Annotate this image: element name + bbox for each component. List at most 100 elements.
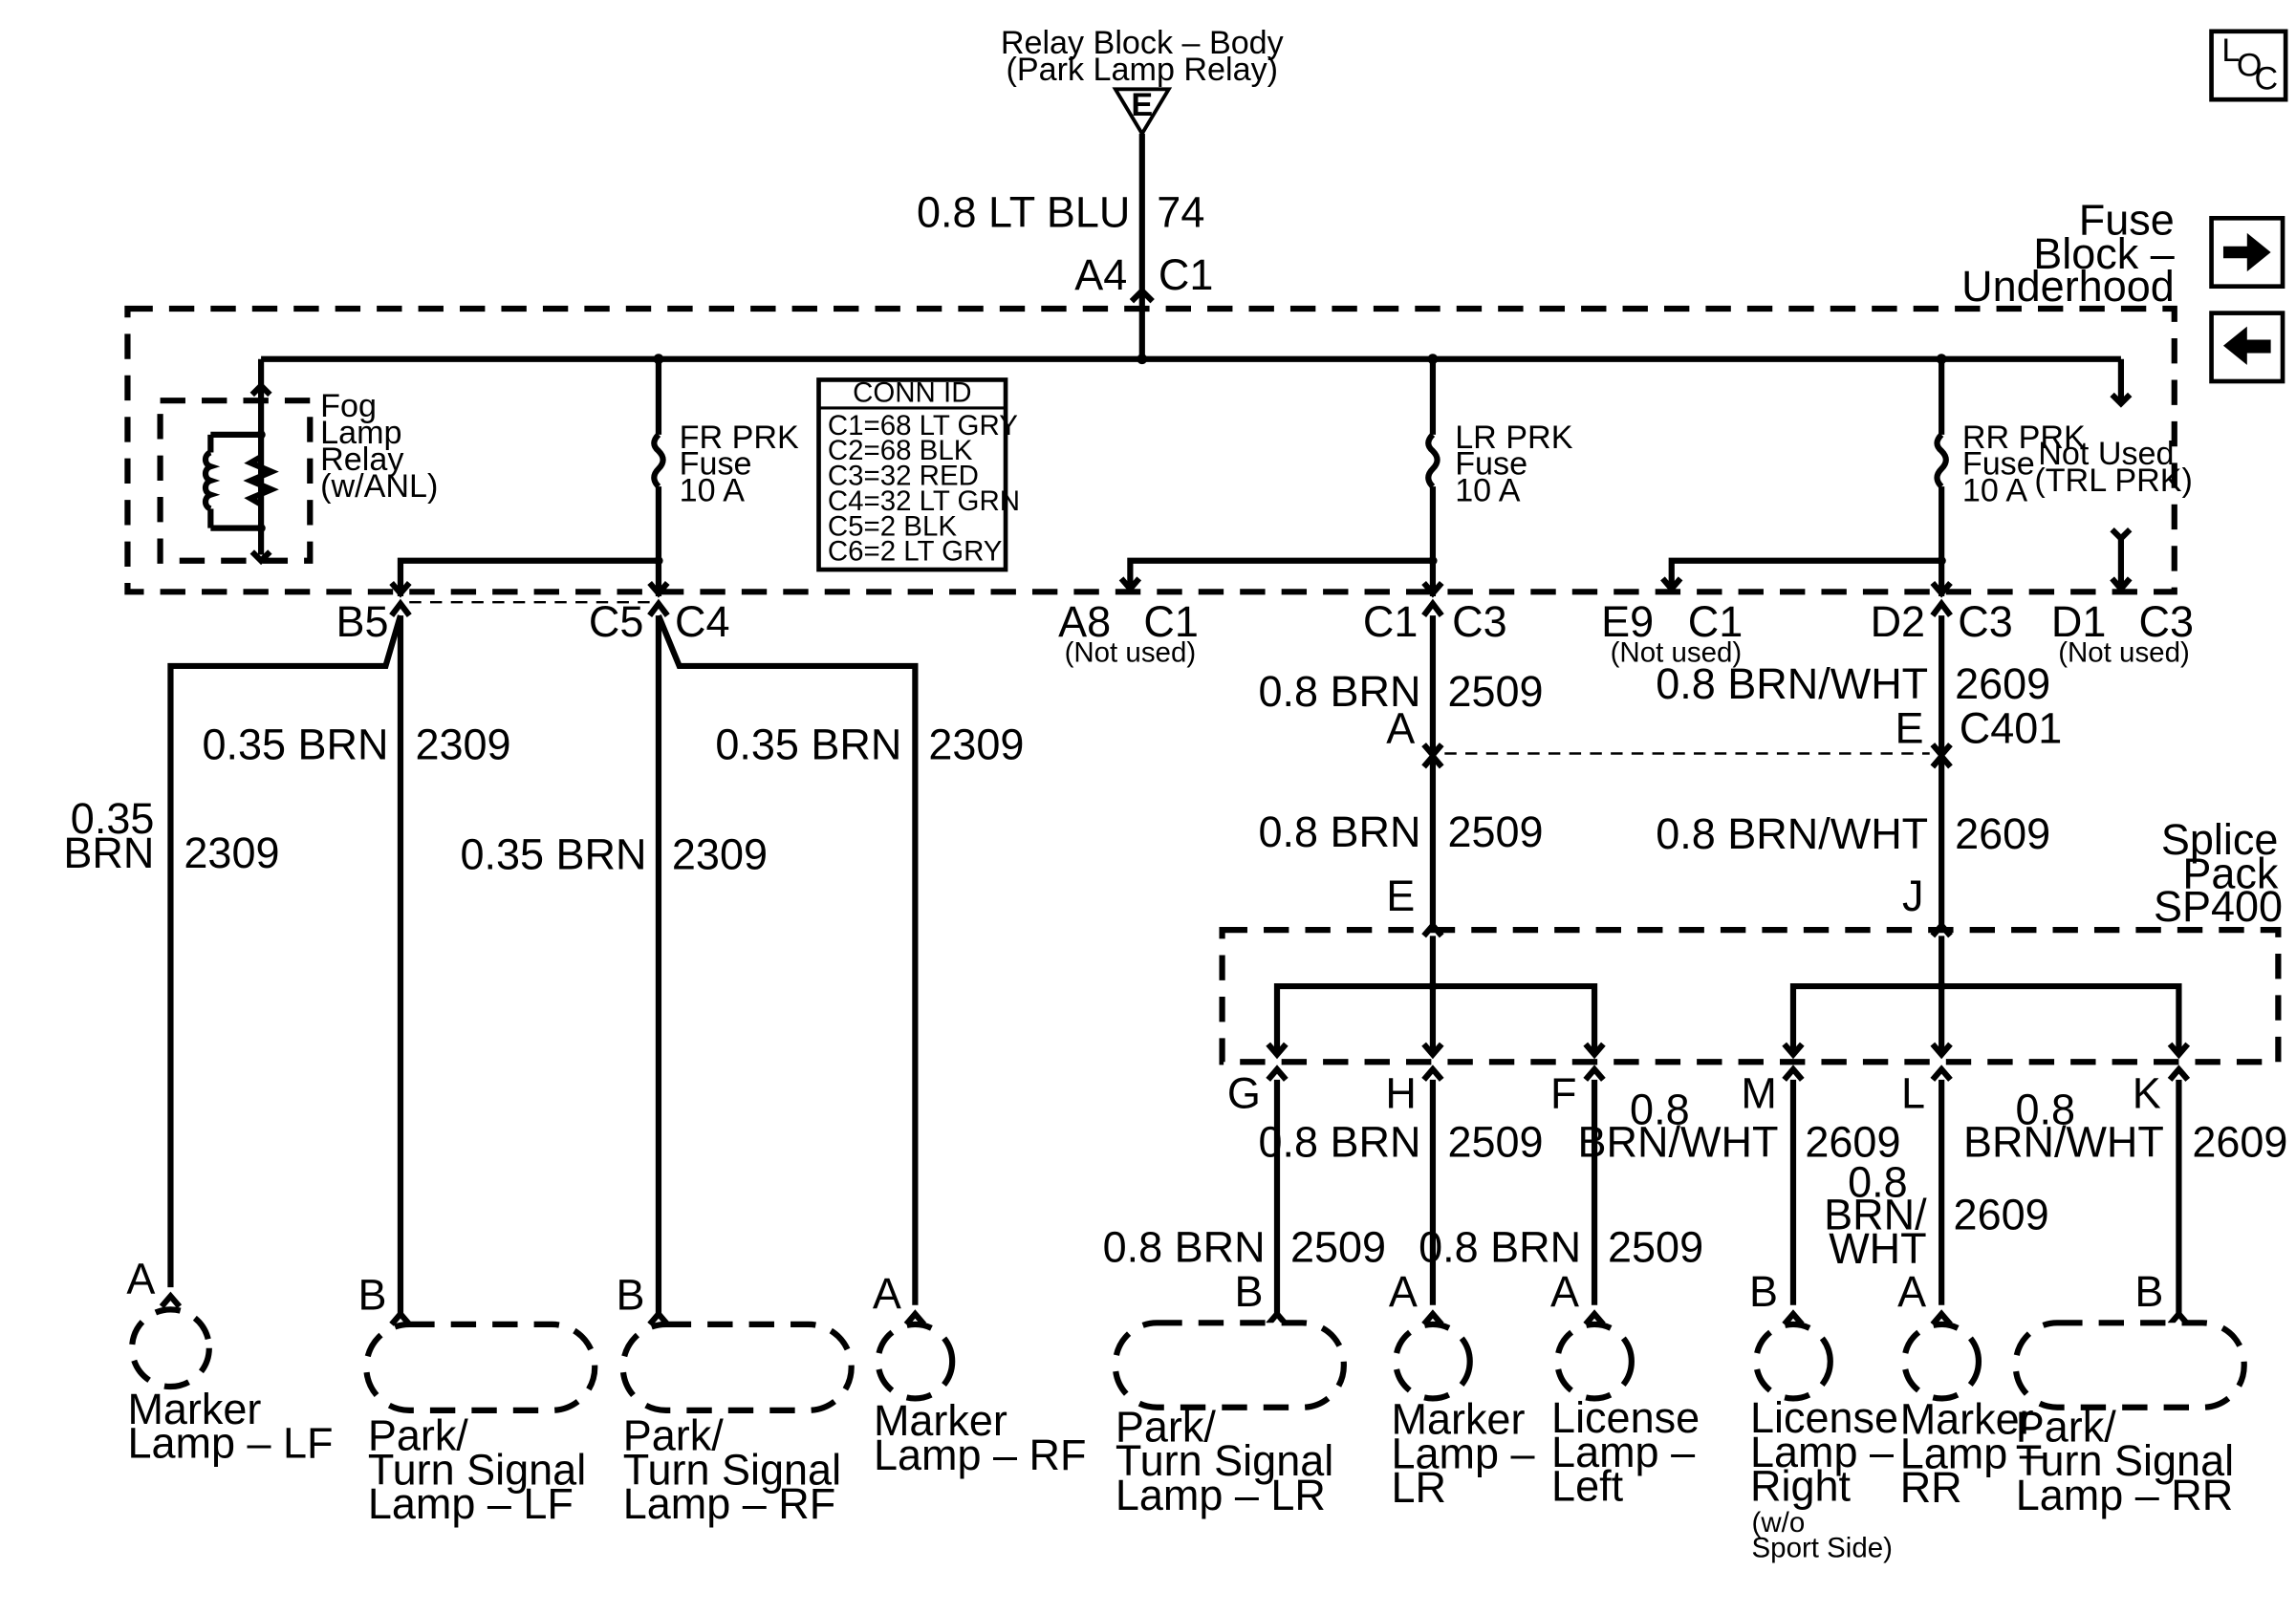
arrow-left-icon	[2222, 326, 2271, 365]
lf-marker-circuit: 2309	[184, 829, 279, 877]
pin-c4-label: C4	[675, 597, 730, 646]
lamp-park-turn-lr[interactable]: B Park/ Turn Signal Lamp – LR	[1112, 1267, 1347, 1519]
lr-prk-fuse: LR PRK Fuse 10 A	[1127, 358, 1573, 596]
lamp-label-line: Park/	[2016, 1402, 2116, 1451]
feed-wire-label: 0.8 LT BLU	[917, 188, 1130, 237]
lamp-marker-rr[interactable]: A Marker Lamp – RR	[1897, 1267, 2044, 1512]
pin-a8-label: A8	[1058, 597, 1111, 646]
m-wire-color: BRN/WHT	[1578, 1118, 1779, 1167]
lamp-shape	[2012, 1320, 2247, 1410]
connector-c401: A E C401	[1386, 704, 2063, 769]
splice-pack-title-2: Pack	[2182, 850, 2279, 898]
rr-prk-fuse: RR PRK Fuse 10 A	[1668, 358, 2086, 596]
g-circuit: 2509	[1290, 1223, 1386, 1272]
rr-lower-wire-label: 0.8 BRN/WHT	[1656, 809, 1928, 858]
arrow-right-icon	[2222, 232, 2271, 272]
lf-park-wire-label: 0.35 BRN	[203, 721, 389, 769]
coil-icon	[202, 449, 221, 512]
fog-relay-label-4: (w/ANL)	[320, 468, 438, 505]
pin-a8-not-used: (Not used)	[1065, 636, 1197, 668]
fr-prk-fuse-name: FR PRK	[680, 420, 799, 456]
lamp-park-turn-rr[interactable]: B Park/ Turn Signal Lamp – RR	[2012, 1267, 2247, 1519]
lamp-pin-label: A	[1550, 1267, 1579, 1316]
lamp-pin-label: B	[1749, 1267, 1778, 1316]
lamp-label-line: Turn Signal	[2016, 1436, 2234, 1485]
conn-id-row: C2=68 BLK	[828, 435, 973, 466]
relay-terminal-label: E	[1131, 87, 1153, 123]
rr-prk-fuse-name: RR PRK	[1962, 420, 2086, 456]
lamp-shape	[128, 1306, 212, 1390]
pin-a8-connector-label: C1	[1143, 597, 1199, 646]
lamp-shape	[1554, 1321, 1635, 1402]
g-wire-label: 0.8 BRN	[1103, 1223, 1266, 1272]
lamp-label-line: Marker	[127, 1385, 261, 1433]
fog-relay-label-1: Fog	[320, 388, 377, 424]
splice-pack-title-3: SP400	[2154, 882, 2283, 931]
splice-pin-g: G	[1227, 1068, 1261, 1117]
k-wire-color: BRN/WHT	[1963, 1118, 2164, 1167]
rr-prk-fuse-rating: 10 A	[1962, 473, 2028, 509]
m-wire-size: 0.8	[1630, 1085, 1690, 1133]
pin-d1-not-used: (Not used)	[2058, 636, 2190, 668]
lamp-label-line: Lamp –	[1391, 1429, 1534, 1477]
pin-rr-c3-label: C3	[1958, 597, 2013, 646]
c401-pin-a: A	[1386, 704, 1415, 753]
lamp-label-line: Right	[1750, 1462, 1852, 1511]
lamp-label-line: License	[1551, 1393, 1700, 1442]
lr-upper-circuit: 2509	[1447, 667, 1543, 716]
splice-pin-f: F	[1550, 1068, 1576, 1117]
lamp-marker-rf[interactable]: A Marker Lamp – RF	[873, 1269, 1087, 1479]
feed-circuit-label: 74	[1157, 188, 1204, 237]
conn-id-row: C5=2 BLK	[828, 510, 958, 542]
lamp-marker-lr[interactable]: A Marker Lamp – LR	[1389, 1267, 1535, 1512]
fr-prk-fuse: FR PRK Fuse 10 A	[397, 358, 799, 596]
lamp-shape	[1393, 1321, 1473, 1402]
lamp-license-left[interactable]: A License Lamp – Left	[1550, 1267, 1700, 1510]
loc-icon[interactable]: L O C	[2209, 29, 2288, 102]
lamp-license-right[interactable]: B License Lamp – Right (w/o Sport Side)	[1749, 1267, 1898, 1563]
forward-arrow-button[interactable]	[2209, 215, 2285, 290]
pin-c5-label: C5	[589, 597, 644, 646]
lamp-label-line: Lamp –	[1551, 1428, 1695, 1476]
lamp-label-line: Lamp – RR	[2016, 1471, 2234, 1519]
fog-lamp-relay: Fog Lamp Relay (w/ANL)	[157, 358, 438, 566]
fr-prk-fuse-type: Fuse	[680, 446, 752, 483]
lr-lower-wire-label: 0.8 BRN	[1258, 807, 1420, 856]
feed-terminal	[1129, 286, 1155, 304]
lr-upper-wire-label: 0.8 BRN	[1258, 667, 1420, 716]
splice-pin-e: E	[1386, 872, 1415, 920]
conn-id-title: CONN ID	[853, 377, 971, 409]
lr-lower-circuit: 2509	[1447, 807, 1543, 856]
not-used-label: Not Used	[2038, 436, 2174, 472]
lf-marker-wire-color: BRN	[63, 829, 154, 877]
splice-pin-m: M	[1741, 1068, 1776, 1117]
lamp-label-line: Park/	[1116, 1402, 1216, 1451]
rr-prk-fuse-type: Fuse	[1962, 446, 2035, 483]
lamp-label-line: Left	[1551, 1462, 1624, 1511]
conn-id-row: C3=32 RED	[828, 461, 979, 492]
lamp-shape	[1901, 1321, 1982, 1402]
back-arrow-button[interactable]	[2209, 311, 2285, 384]
splice-pin-h: H	[1385, 1068, 1417, 1117]
fuse-block-output-terminals	[389, 576, 2133, 618]
loc-letter-o: O	[2237, 47, 2263, 83]
lamp-shape	[619, 1321, 855, 1413]
lamp-shape	[363, 1321, 598, 1413]
relay-block-body: Relay Block – Body (Park Lamp Relay) E	[1001, 25, 1284, 138]
lamp-marker-lf[interactable]: A Marker Lamp – LF	[126, 1254, 333, 1467]
fr-prk-fuse-rating: 10 A	[680, 473, 746, 509]
fuse-block-title-line2: Block –	[2033, 229, 2175, 278]
pin-d1-connector-label: C3	[2139, 597, 2195, 646]
l-wire-size: 0.8	[1848, 1157, 1908, 1206]
lamp-park-turn-rf[interactable]: B Park/ Turn Signal Lamp – RF	[616, 1270, 855, 1528]
lamp-note-line: Sport Side)	[1752, 1532, 1893, 1563]
lamp-label-line: Park/	[368, 1411, 468, 1460]
lamp-label-line: Marker	[1391, 1395, 1525, 1444]
lamp-park-turn-lf[interactable]: B Park/ Turn Signal Lamp – LF	[357, 1270, 598, 1528]
lamp-label-line: Turn Signal	[623, 1445, 841, 1494]
c401-name: C401	[1960, 704, 2063, 753]
fuse-icon	[1934, 432, 1949, 489]
feed-connector-label: C1	[1159, 250, 1214, 299]
lamp-pin-label: B	[357, 1270, 386, 1319]
